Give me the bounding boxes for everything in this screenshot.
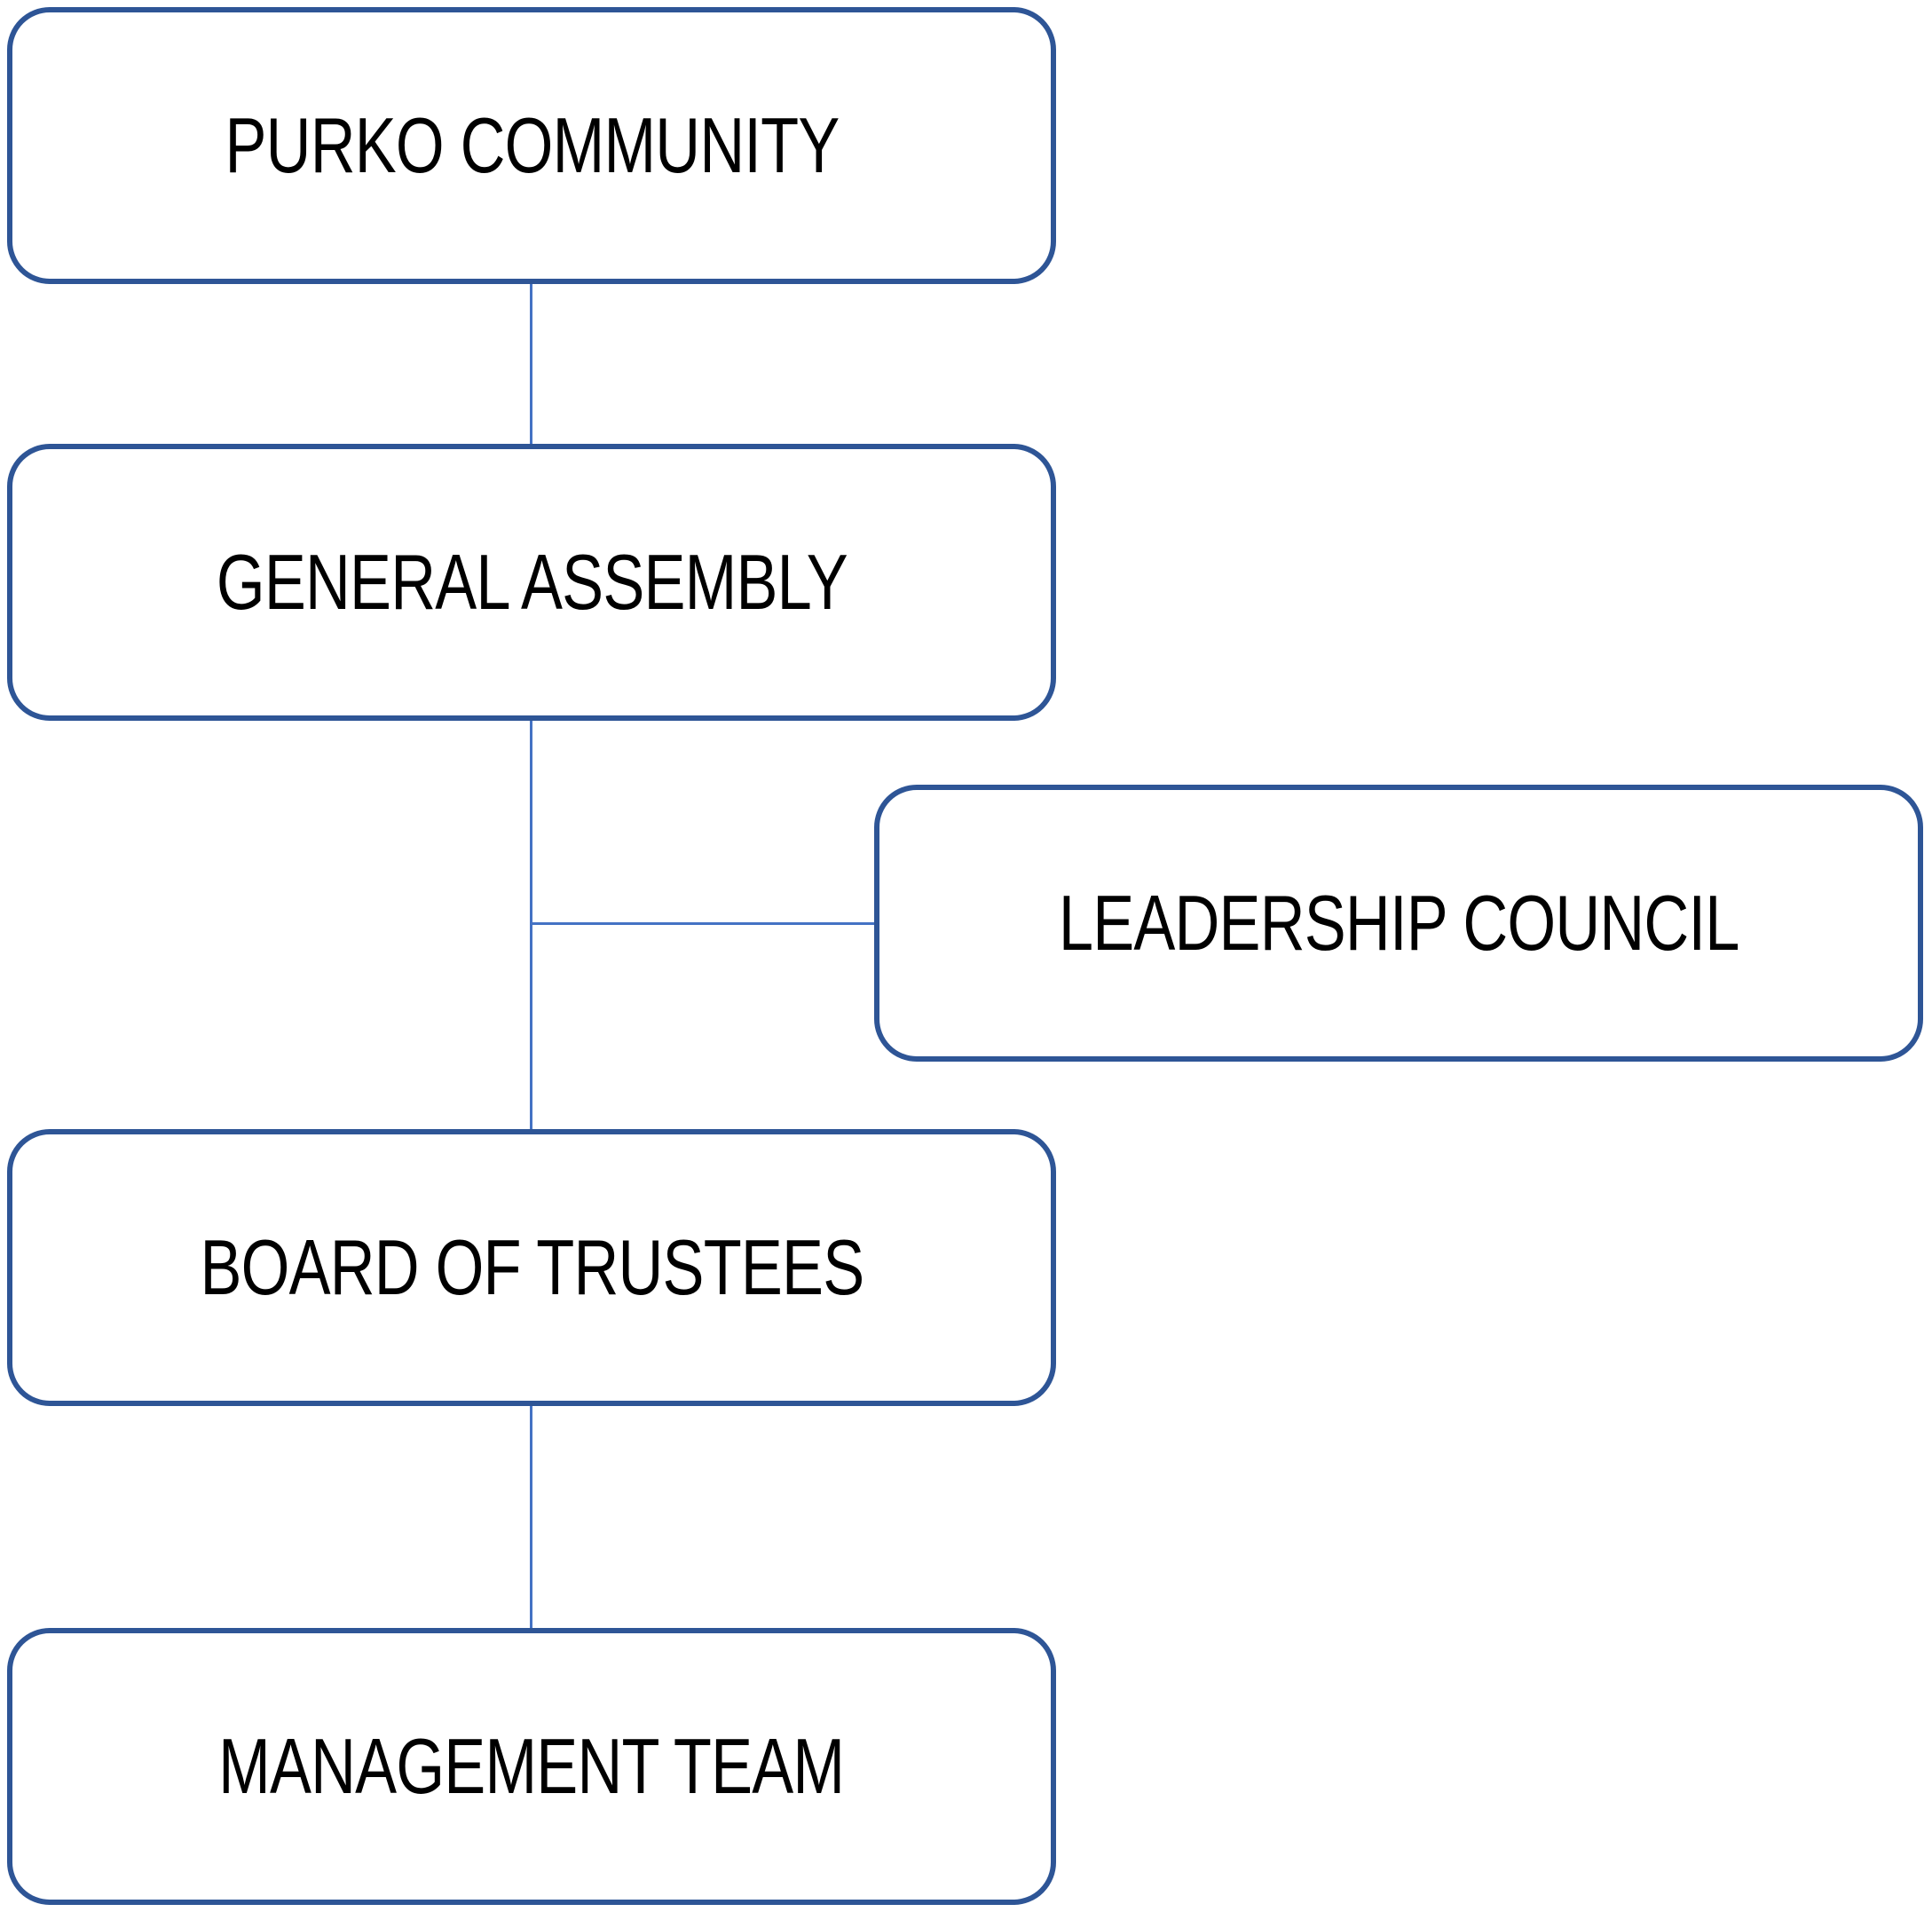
connector-trustees-to-management	[530, 1404, 532, 1630]
node-management-team-label: MANAGEMENT TEAM	[218, 1722, 845, 1810]
node-board-of-trustees-label: BOARD OF TRUSTEES	[200, 1223, 864, 1311]
node-purko-community-label: PURKO COMMUNITY	[225, 101, 840, 189]
node-general-assembly-label: GENERAL ASSEMBLY	[216, 538, 848, 626]
node-purko-community: PURKO COMMUNITY	[7, 7, 1056, 284]
node-leadership-council: LEADERSHIP COUNCIL	[874, 785, 1923, 1062]
node-management-team: MANAGEMENT TEAM	[7, 1628, 1056, 1905]
node-leadership-council-label: LEADERSHIP COUNCIL	[1058, 879, 1740, 967]
node-general-assembly: GENERAL ASSEMBLY	[7, 444, 1056, 721]
node-board-of-trustees: BOARD OF TRUSTEES	[7, 1129, 1056, 1406]
connector-assembly-to-trustees	[530, 719, 532, 1131]
connector-branch-to-leadership-council	[530, 922, 876, 925]
connector-purko-to-assembly	[530, 284, 532, 446]
